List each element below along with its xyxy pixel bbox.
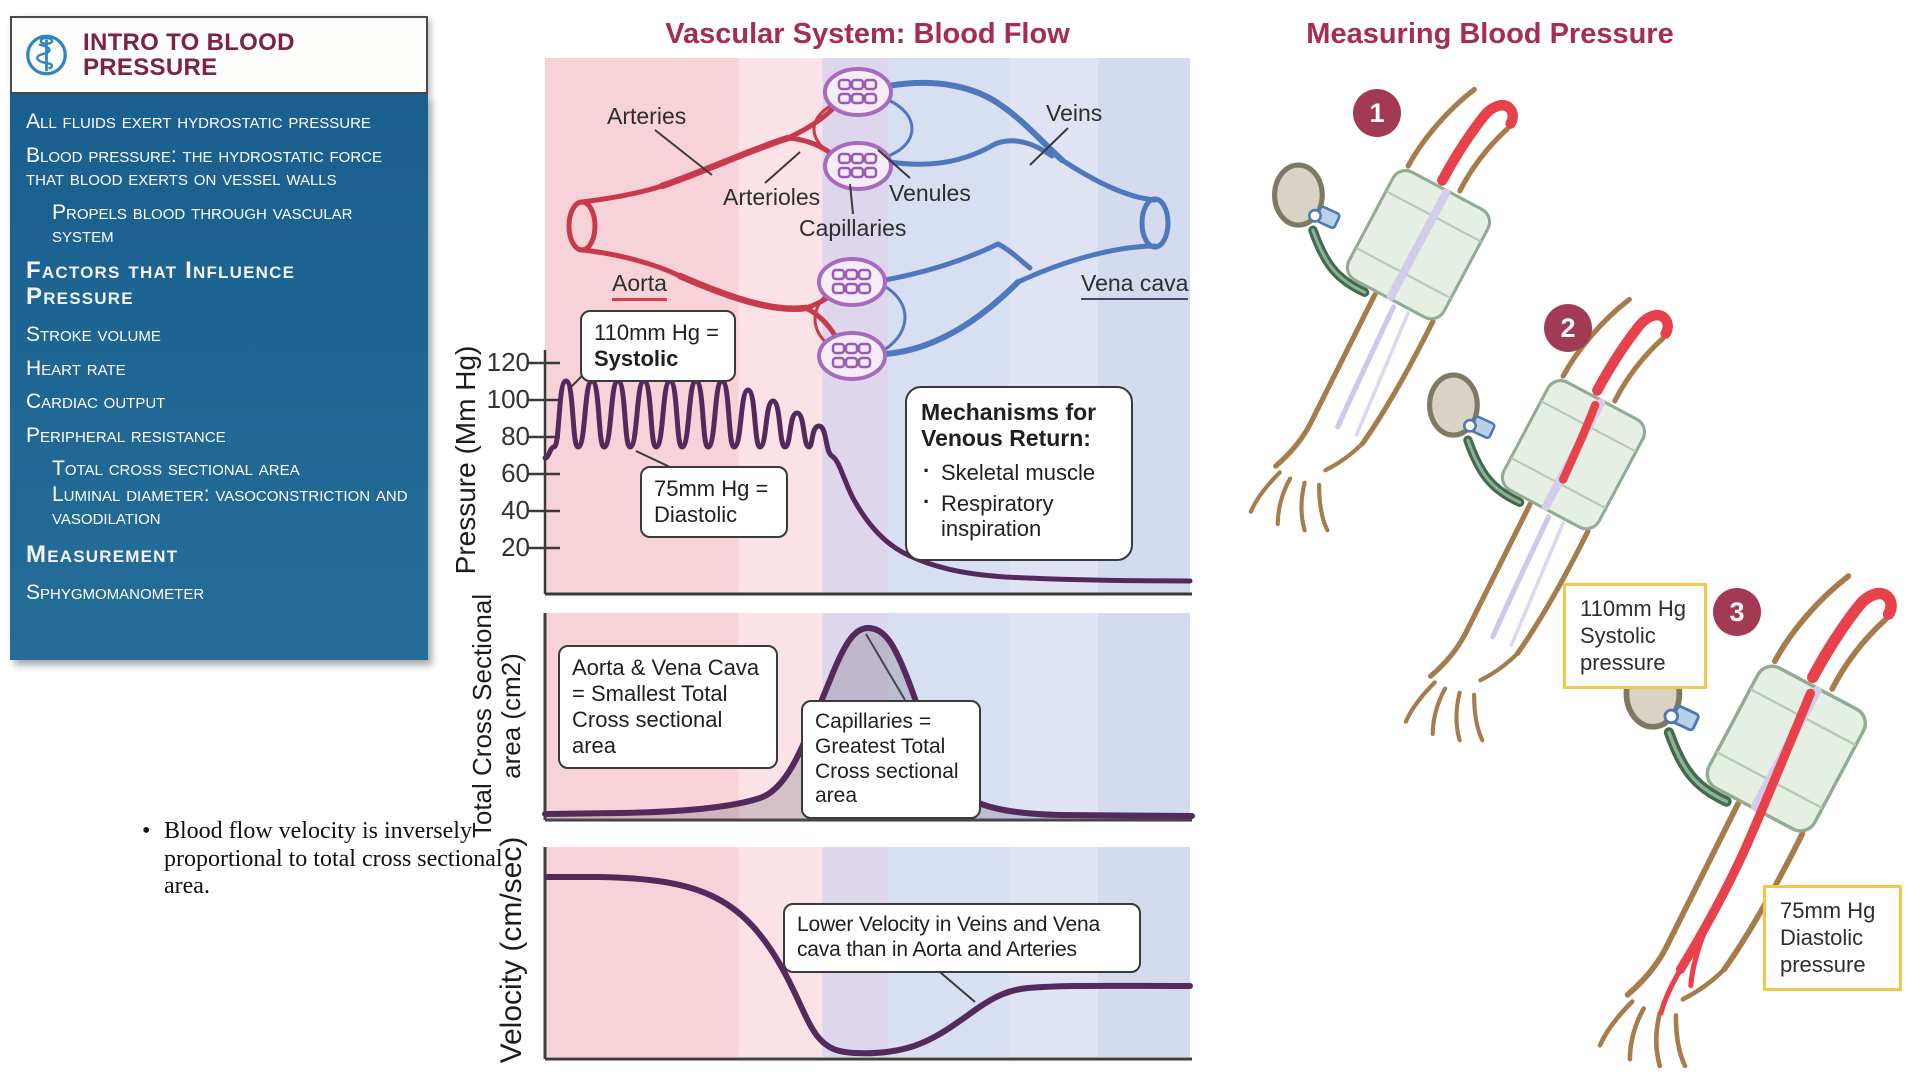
sidebar-item: Blood pressure: the hydrostatic force th… <box>26 143 382 191</box>
smallest-area-callout: Aorta & Vena Cava = Smallest Total Cross… <box>558 645 778 769</box>
sidebar-section-heading: Factors that Influence Pressure <box>26 256 296 311</box>
label-aorta: Aorta <box>612 270 667 301</box>
sidebar-item: Stroke volume <box>26 323 161 347</box>
sidebar-item: Sphygmomanometer <box>26 580 205 604</box>
pressure-tick: 40 <box>501 495 530 525</box>
label-venules: Venules <box>889 180 971 206</box>
step-badge-3: 3 <box>1713 588 1761 636</box>
pressure-tick: 100 <box>486 384 530 414</box>
velocity-note: Blood flow velocity is inversely proport… <box>142 818 514 901</box>
systolic-measure-value: 110mm Hg <box>1580 596 1686 621</box>
topic-sidebar: INTRO TO BLOOD PRESSURE All fluids exert… <box>10 16 428 660</box>
vein-network <box>882 79 1171 357</box>
venous-return-title: Mechanisms for Venous Return: <box>921 399 1097 451</box>
sidebar-item: All fluids exert hydrostatic pressure <box>26 110 371 133</box>
pressure-tick: 80 <box>501 421 530 451</box>
measuring-title: Measuring Blood Pressure <box>1306 18 1674 50</box>
velocity-callout: Lower Velocity in Veins and Vena cava th… <box>783 903 1141 973</box>
diastolic-word: Diastolic <box>654 501 738 527</box>
systolic-measure-word: pressure <box>1580 649 1666 675</box>
velocity-curve <box>544 874 1193 1057</box>
cross-section-axis <box>543 613 1192 822</box>
sidebar-item: Propels blood through vascular system <box>52 200 353 248</box>
sidebar-title: INTRO TO BLOOD PRESSURE <box>82 28 295 81</box>
label-pointer-lines <box>569 127 1069 1003</box>
vascular-title: Vascular System: Blood Flow <box>665 18 1070 50</box>
systolic-callout: 110mm Hg = Systolic <box>580 310 736 382</box>
venous-return-box: Mechanisms for Venous Return: Skeletal m… <box>905 386 1133 562</box>
diastolic-callout: 75mm Hg = Diastolic <box>640 466 788 538</box>
label-veins: Veins <box>1046 100 1103 126</box>
cross-section-axis-label: Total Cross Sectional area (cm2) <box>466 593 526 839</box>
pressure-axis <box>528 350 1192 596</box>
diastolic-measure-label: Diastolic <box>1780 924 1864 950</box>
diastolic-measure-value: 75mm Hg <box>1780 898 1876 923</box>
step-badge-2: 2 <box>1544 304 1592 352</box>
systolic-word: Systolic <box>594 345 679 371</box>
sidebar-item: Luminal diameter: vasoconstriction and v… <box>52 482 408 530</box>
venous-return-bullet: Respiratory inspiration <box>921 489 1117 542</box>
sidebar-item: Heart rate <box>26 356 126 380</box>
pressure-tick: 60 <box>501 458 530 488</box>
systolic-measure-box: 110mm Hg Systolic pressure <box>1563 583 1707 690</box>
pressure-tick: 20 <box>501 532 530 562</box>
systolic-value: 110mm Hg = <box>594 320 719 345</box>
label-capillaries: Capillaries <box>799 215 907 241</box>
sidebar-panel: All fluids exert hydrostatic pressure Bl… <box>10 94 428 660</box>
greatest-area-callout: Capillaries = Greatest Total Cross secti… <box>801 700 981 820</box>
systolic-measure-label: Systolic <box>1580 622 1656 648</box>
sidebar-section-heading: Measurement <box>26 540 179 568</box>
label-arteries: Arteries <box>607 103 687 129</box>
velocity-axis <box>543 847 1192 1061</box>
venous-return-bullet: Skeletal muscle <box>921 457 1117 485</box>
sidebar-item: Cardiac output <box>26 390 166 414</box>
diastolic-measure-word: pressure <box>1780 951 1866 977</box>
pressure-curve <box>542 378 1193 584</box>
asclepius-icon <box>26 34 67 76</box>
sidebar-item: Total cross sectional area <box>52 457 300 481</box>
label-arterioles: Arterioles <box>723 184 821 210</box>
diastolic-value: 75mm Hg = <box>654 476 769 501</box>
diastolic-measure-box: 75mm Hg Diastolic pressure <box>1763 885 1902 992</box>
step-badge-1: 1 <box>1353 89 1401 137</box>
sidebar-header: INTRO TO BLOOD PRESSURE <box>10 16 428 94</box>
label-vena-cava: Vena cava <box>1081 270 1189 300</box>
pressure-tick: 120 <box>486 347 530 377</box>
sidebar-item: Peripheral resistance <box>26 423 226 447</box>
capillary-beds <box>817 67 893 381</box>
